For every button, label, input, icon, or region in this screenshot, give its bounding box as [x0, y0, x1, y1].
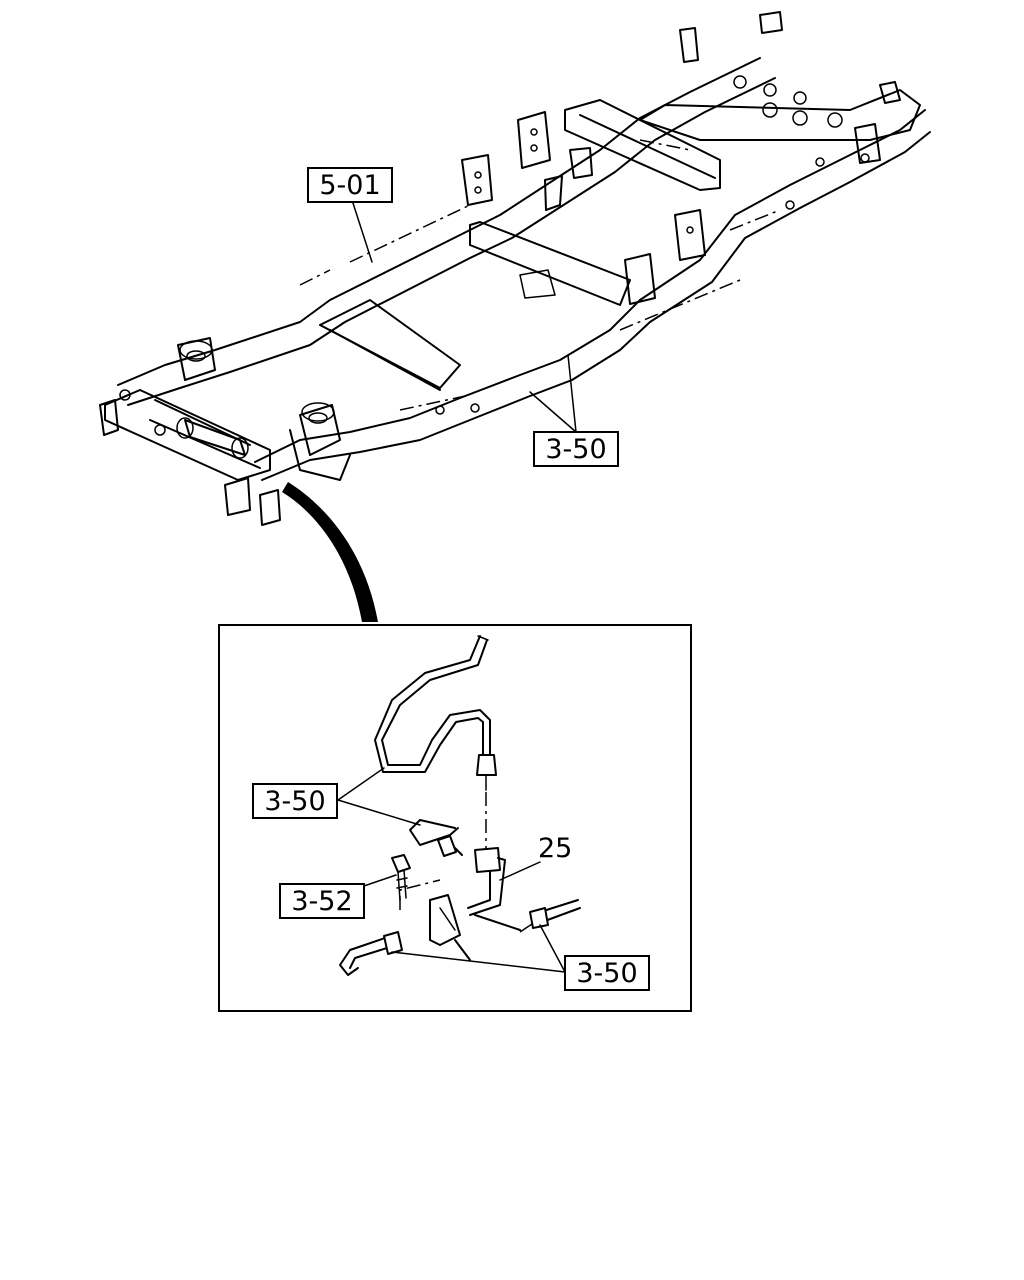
- detail-upper-leader-2: [337, 799, 421, 826]
- callout-frame-label: 5-01: [319, 170, 380, 201]
- detail-upper-leader-1: [337, 767, 385, 801]
- part-number-label-25: 25: [538, 833, 572, 864]
- part-25-leader: [499, 861, 541, 881]
- detail-lower-leader-1: [391, 951, 566, 973]
- detail-pointer-arrow: [282, 482, 378, 622]
- bolt-leader: [363, 874, 397, 887]
- detail-lower-leader-2: [539, 924, 566, 973]
- chassis-frame-illustration: [99, 11, 931, 526]
- callout-bolt-label: 3-52: [291, 886, 352, 917]
- callout-brake-pipe-main[interactable]: 3-50: [533, 431, 619, 467]
- frame-leader-line: [351, 199, 373, 263]
- brake-pipe-leader-line-1: [529, 391, 577, 433]
- callout-brake-pipe-main-label: 3-50: [545, 434, 606, 465]
- callout-brake-pipe-detail-upper[interactable]: 3-50: [252, 783, 338, 819]
- callout-brake-pipe-detail-upper-label: 3-50: [264, 786, 325, 817]
- detail-view-frame: [218, 624, 692, 1012]
- callout-bolt[interactable]: 3-52: [279, 883, 365, 919]
- callout-brake-pipe-detail-lower-label: 3-50: [576, 958, 637, 989]
- callout-frame[interactable]: 5-01: [307, 167, 393, 203]
- detail-brake-pipe-illustration: [339, 635, 581, 976]
- brake-pipe-leader-line-2: [567, 354, 577, 433]
- callout-brake-pipe-detail-lower[interactable]: 3-50: [564, 955, 650, 991]
